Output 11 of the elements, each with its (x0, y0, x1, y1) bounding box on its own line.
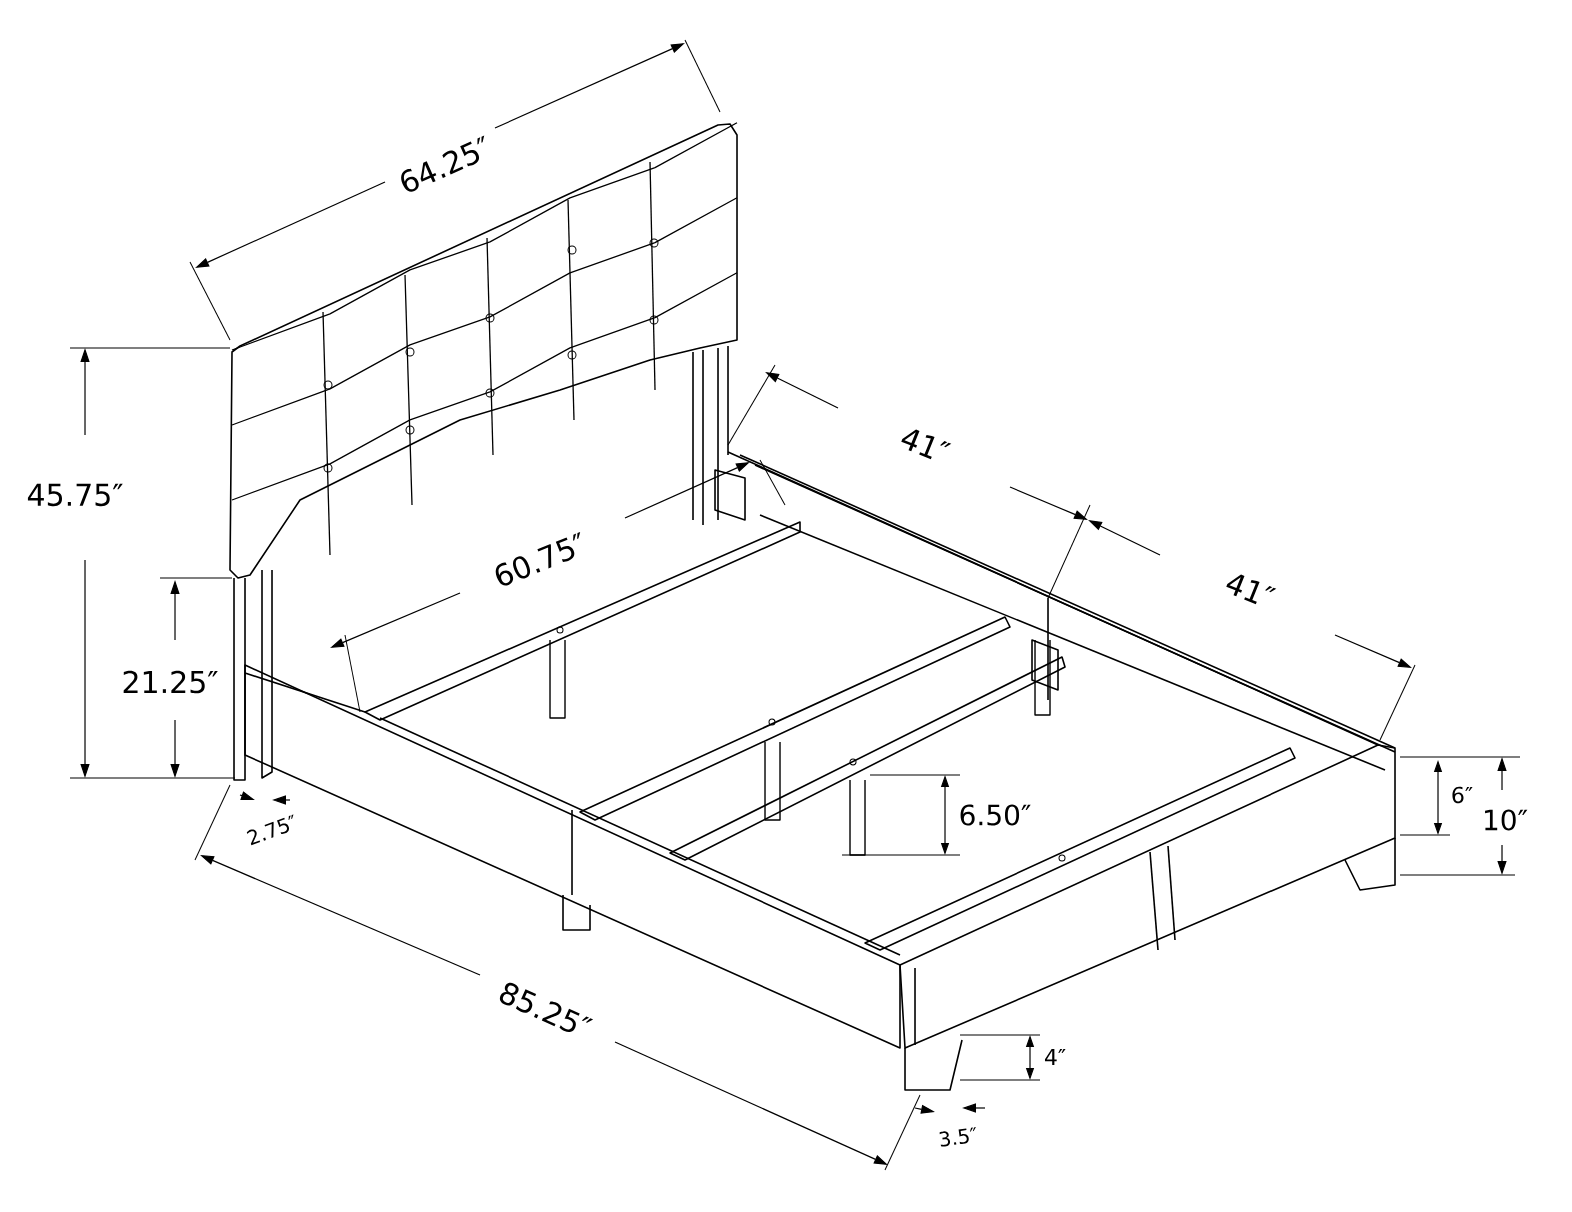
dimension-label: 6.50″ (960, 804, 1031, 826)
dimension-label: 41″ (1226, 574, 1277, 605)
dimension-label: 10″ (1485, 809, 1528, 831)
dimension-label: 21.25″ (123, 670, 218, 694)
dimension-label: 3.5″ (939, 1127, 976, 1147)
dimension-label: 4″ (1045, 1048, 1066, 1065)
dimension-label: 6″ (1452, 786, 1473, 804)
dimension-label: 85.25″ (499, 982, 594, 1033)
dimension-label: 2.75″ (246, 814, 294, 846)
dimension-label: 45.75″ (27, 483, 123, 507)
dimension-label: 41″ (901, 429, 952, 460)
